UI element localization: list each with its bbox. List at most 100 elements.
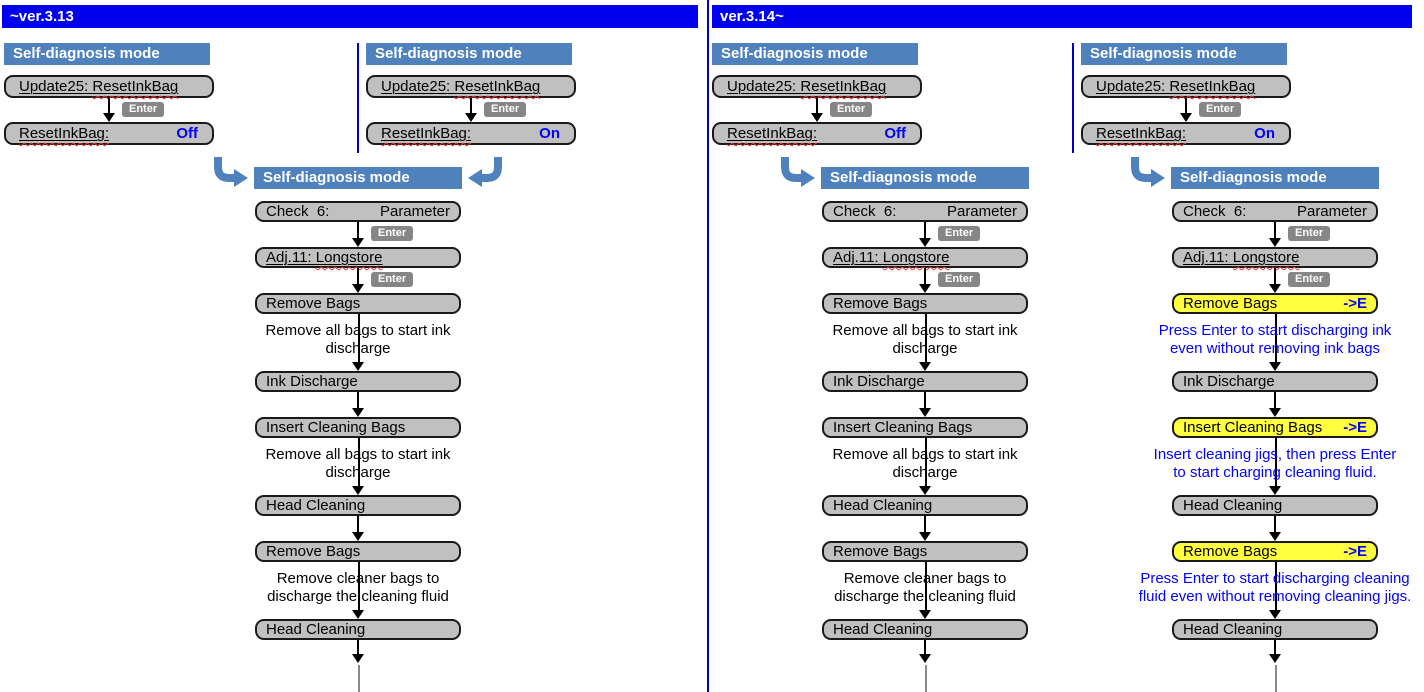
flowchart-header-row: Self-diagnosis mode bbox=[1105, 157, 1424, 189]
menu-item-word: ResetInkBag bbox=[1169, 78, 1256, 95]
flow-step-box: Ink Discharge bbox=[1172, 371, 1378, 392]
note-line: Remove all bags to start ink bbox=[832, 446, 1018, 463]
arrow-head-icon bbox=[919, 408, 931, 417]
arrow-head-icon bbox=[919, 532, 931, 541]
flow-arrow-connector: Enter bbox=[1081, 98, 1291, 122]
menu-item-prefix: Update25: bbox=[1096, 78, 1170, 95]
arrow-head-icon bbox=[1269, 532, 1281, 541]
step-label: Head Cleaning bbox=[1183, 497, 1283, 514]
menu-item-word: ResetInkBag bbox=[800, 78, 887, 95]
arrow-line bbox=[470, 98, 472, 113]
column-divider-line bbox=[1072, 43, 1074, 153]
flow-arrow-connector: Enter bbox=[1105, 222, 1424, 247]
arrow-head-icon bbox=[352, 284, 364, 293]
step-label: Remove Bags bbox=[266, 543, 361, 560]
flowchart-header-row: Self-diagnosis mode bbox=[188, 157, 528, 189]
note-line: discharge bbox=[325, 340, 391, 357]
step-value: Parameter bbox=[946, 203, 1017, 220]
self-diagnosis-header: Self-diagnosis mode bbox=[254, 167, 462, 189]
menu-item-prefix: Update25: bbox=[727, 78, 801, 95]
result-value: Off bbox=[884, 125, 906, 142]
flow-arrow-connector bbox=[755, 392, 1095, 417]
step-instruction-note: Press Enter to start discharging cleanin… bbox=[1105, 562, 1424, 619]
arrow-head-icon bbox=[811, 113, 823, 122]
result-label: ResetInkBag: bbox=[381, 125, 472, 142]
step-label: Head Cleaning bbox=[833, 497, 933, 514]
arrow-head-icon bbox=[352, 532, 364, 541]
arrow-head-icon bbox=[1180, 113, 1192, 122]
flow-step-box: Adj.11: Longstore bbox=[1172, 247, 1378, 268]
enter-key-badge: Enter bbox=[938, 226, 981, 241]
step-label: Remove Bags bbox=[1183, 543, 1278, 560]
flow-arrow-connector bbox=[755, 516, 1095, 541]
flow-arrow-connector: Enter bbox=[712, 98, 922, 122]
flow-arrow-connector: Enter bbox=[366, 98, 576, 122]
arrow-head-icon bbox=[352, 362, 364, 371]
flow-step-box: Adj.11: Longstore bbox=[255, 247, 461, 268]
version-label: ver.3.14~ bbox=[720, 8, 784, 25]
enter-key-badge: Enter bbox=[122, 102, 165, 117]
flow-arrow-connector bbox=[188, 516, 528, 541]
note-line: Insert cleaning jigs, then press Enter bbox=[1153, 446, 1397, 463]
menu-item-word: ResetInkBag bbox=[454, 78, 541, 95]
flow-step-box: Adj.11: Longstore bbox=[822, 247, 1028, 268]
flow-step-box-highlighted: Insert Cleaning Bags ->E bbox=[1172, 417, 1378, 438]
arrow-head-icon bbox=[1269, 238, 1281, 247]
menu-selection-block: Self-diagnosis mode Update25: ResetInkBa… bbox=[1081, 43, 1293, 145]
arrow-head-icon bbox=[919, 362, 931, 371]
bent-arrow-left-icon bbox=[781, 157, 815, 187]
step-label: Head Cleaning bbox=[833, 621, 933, 638]
flow-arrow-connector: Enter bbox=[188, 222, 528, 247]
continuation-arrow bbox=[1105, 640, 1424, 692]
enter-key-badge: Enter bbox=[1199, 102, 1242, 117]
flow-arrow-connector bbox=[188, 392, 528, 417]
step-label: Head Cleaning bbox=[266, 621, 366, 638]
step-label: Insert Cleaning Bags bbox=[266, 419, 406, 436]
arrow-head-icon bbox=[352, 610, 364, 619]
flow-arrow-connector bbox=[1105, 516, 1424, 541]
menu-item-box: Update25: ResetInkBag bbox=[366, 75, 576, 98]
arrow-line bbox=[816, 98, 818, 113]
note-line: discharge bbox=[325, 464, 391, 481]
enter-key-badge: Enter bbox=[484, 102, 527, 117]
arrow-head-icon bbox=[1269, 284, 1281, 293]
flow-step-box: Head Cleaning bbox=[255, 495, 461, 516]
flow-arrow-connector: Enter bbox=[755, 222, 1095, 247]
menu-item-box: Update25: ResetInkBag bbox=[1081, 75, 1291, 98]
flow-step-box: Ink Discharge bbox=[255, 371, 461, 392]
self-diagnosis-header: Self-diagnosis mode bbox=[366, 43, 572, 65]
diagnosis-flowchart: Self-diagnosis mode Check 6: Parameter E… bbox=[755, 157, 1095, 692]
panel-divider-line bbox=[707, 0, 709, 692]
menu-item-prefix: Update25: bbox=[381, 78, 455, 95]
step-label: Remove Bags bbox=[1183, 295, 1278, 312]
note-line: to start charging cleaning fluid. bbox=[1173, 464, 1377, 481]
step-label: Check 6: bbox=[833, 203, 897, 220]
result-box: ResetInkBag: On bbox=[366, 122, 576, 145]
flow-step-box: Remove Bags bbox=[255, 541, 461, 562]
note-line: Remove all bags to start ink bbox=[832, 322, 1018, 339]
continuation-arrow bbox=[755, 640, 1095, 692]
step-label: Check 6: bbox=[266, 203, 330, 220]
bent-arrow-right-icon bbox=[468, 157, 502, 187]
flow-arrow-connector: Enter bbox=[755, 268, 1095, 293]
bent-arrow-left-icon bbox=[1131, 157, 1165, 187]
flow-step-box: Head Cleaning bbox=[1172, 619, 1378, 640]
flow-step-box: Remove Bags bbox=[822, 293, 1028, 314]
self-diagnosis-header: Self-diagnosis mode bbox=[1171, 167, 1379, 189]
note-line: discharge the cleaning fluid bbox=[834, 588, 1016, 605]
step-value: Parameter bbox=[1296, 203, 1367, 220]
flow-step-box: Head Cleaning bbox=[255, 619, 461, 640]
flow-step-box: Check 6: Parameter bbox=[822, 201, 1028, 222]
step-label: Adj.11: bbox=[1183, 249, 1233, 266]
flow-step-box-highlighted: Remove Bags ->E bbox=[1172, 541, 1378, 562]
arrow-head-icon bbox=[352, 238, 364, 247]
arrow-head-icon bbox=[352, 408, 364, 417]
flow-arrow-connector: Enter bbox=[4, 98, 214, 122]
step-label: Ink Discharge bbox=[1183, 373, 1275, 390]
bent-arrow-left-icon bbox=[214, 157, 248, 187]
note-line: fluid even without removing cleaning jig… bbox=[1138, 588, 1412, 605]
